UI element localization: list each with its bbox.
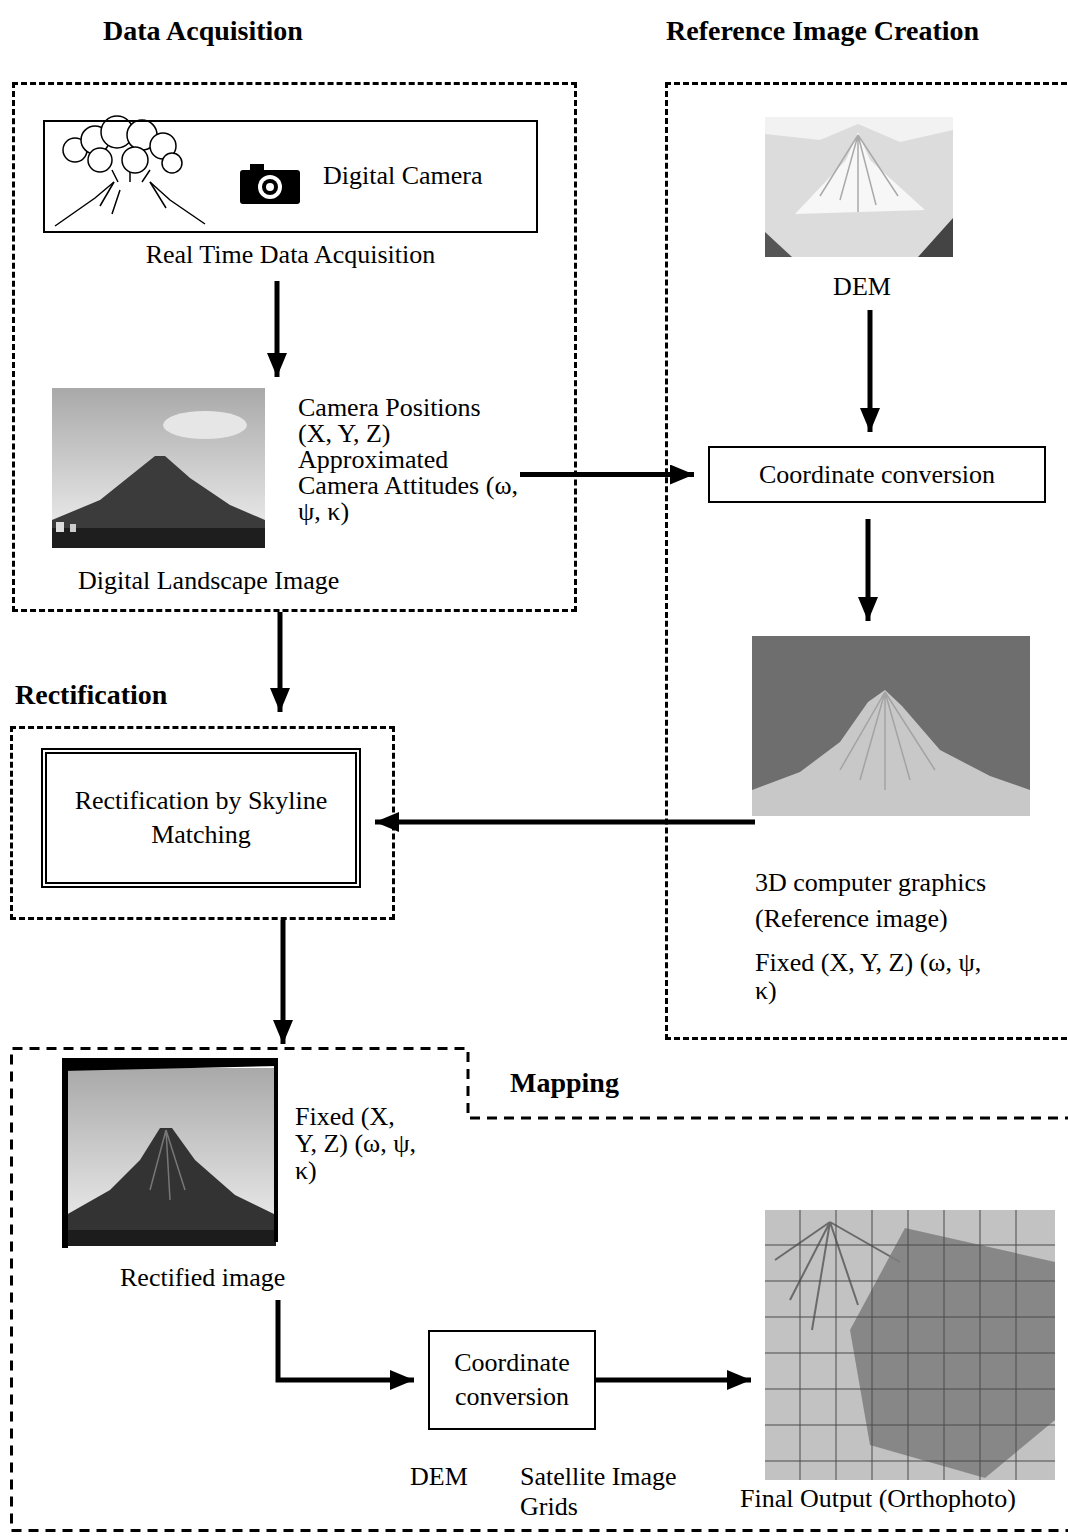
- box-text: Coordinate conversion: [759, 458, 995, 492]
- arrow-connector: [278, 1300, 414, 1380]
- node-text: Real Time Data Acquisition: [45, 240, 536, 270]
- photo-cloud: [163, 411, 247, 439]
- region-frame: MappingFixed (X, Y, Z) (ω, ψ, κ)Rectifie…: [10, 1047, 1068, 1532]
- process-box: Rectification by Skyline Matching: [41, 748, 361, 888]
- box-text: Rectification by Skyline Matching: [66, 784, 336, 852]
- input-label: DEM: [410, 1462, 468, 1492]
- region-frame: RectificationRectification by Skyline Ma…: [10, 726, 395, 920]
- dem-shadow: [765, 232, 792, 257]
- photo-foreground: [52, 528, 265, 548]
- arrow-connector: [281, 920, 286, 1044]
- node-text: Fixed (X, Y, Z) (ω, ψ, κ): [295, 1103, 420, 1184]
- image-frame: [62, 1058, 68, 1248]
- node-text: Fixed (X, Y, Z) (ω, ψ, κ): [755, 949, 985, 1005]
- node-text: Camera Positions (X, Y, Z) Approximated …: [298, 395, 520, 525]
- render-ridges: [840, 692, 935, 790]
- photo-sky: [52, 388, 265, 548]
- photo-building: [56, 522, 64, 532]
- rectified-photo: [62, 1058, 278, 1248]
- arrow-connector: [278, 612, 283, 712]
- render-sky: [752, 636, 1030, 816]
- node-text: Final Output (Orthophoto): [740, 1484, 1016, 1514]
- input-label: Satellite Image Grids: [520, 1462, 710, 1522]
- photo-ridges: [150, 1130, 185, 1200]
- photo-mountain: [66, 1128, 276, 1246]
- image-frame: [274, 1062, 278, 1242]
- photo-sky: [66, 1068, 276, 1246]
- region-outline: [12, 1049, 1068, 1531]
- region-heading: Reference Image Creation: [666, 15, 979, 47]
- camera-lens: [262, 179, 278, 195]
- node-text: Rectified image: [120, 1263, 285, 1293]
- dem-ridges: [820, 135, 898, 212]
- volcano-sketch: [55, 116, 205, 226]
- photo-node: Fixed (X, Y, Z) (ω, ψ, κ)Rectified image: [62, 1058, 278, 1248]
- dem-peak: [795, 132, 925, 214]
- ash-cloud: [88, 148, 112, 172]
- dem-image: DEM: [768, 120, 956, 260]
- render-image: 3D computer graphics (Reference image)Fi…: [755, 639, 1033, 819]
- region-frame: Data AcquisitionDigital CameraReal Time …: [12, 82, 577, 612]
- region-frame: Reference Image CreationDEMCoordinate co…: [665, 82, 1068, 1040]
- arrow-connector: [866, 519, 871, 621]
- arrow-connector: [868, 310, 873, 432]
- ortho-ground: [765, 1210, 1055, 1480]
- region-heading: Rectification: [15, 679, 167, 711]
- volcano-outline: [55, 182, 205, 226]
- camera-top: [250, 164, 264, 171]
- arrow-connector: [596, 1378, 751, 1383]
- camera-lens: [266, 183, 274, 191]
- photo-node: Camera Positions (X, Y, Z) Approximated …: [55, 391, 520, 551]
- ash-cloud: [162, 153, 182, 173]
- node-text: Digital Landscape Image: [78, 566, 339, 596]
- image-frame: [62, 1058, 278, 1071]
- node-text: Digital Camera: [323, 158, 483, 194]
- process-box: Coordinate conversion: [428, 1330, 596, 1430]
- ash-cloud: [122, 147, 148, 173]
- process-box: Digital CameraReal Time Data Acquisition: [43, 120, 538, 233]
- node-text: 3D computer graphics (Reference image): [755, 865, 1055, 937]
- arrow-connector: [275, 281, 280, 377]
- camera-body: [240, 170, 300, 204]
- region-heading: Data Acquisition: [103, 15, 303, 47]
- orthophoto: [765, 1210, 1055, 1480]
- dem-shadow: [918, 218, 953, 257]
- region-heading: Mapping: [510, 1067, 619, 1099]
- ortho-grid: [765, 1210, 1055, 1480]
- photo-building: [70, 524, 76, 532]
- photo-mountain: [52, 456, 265, 548]
- reference-render: [752, 636, 1030, 816]
- dem-image: [765, 117, 953, 257]
- photo-foreground: [66, 1230, 276, 1246]
- node-text: DEM: [768, 272, 956, 302]
- camera-lens: [258, 175, 282, 199]
- camera-icon: [240, 164, 300, 204]
- landscape-photo: [52, 388, 265, 548]
- arrow-connector: [375, 820, 755, 825]
- orthophoto-image: Final Output (Orthophoto): [765, 1210, 1055, 1480]
- box-text: Coordinate conversion: [442, 1346, 582, 1414]
- process-box: Coordinate conversion: [708, 446, 1046, 503]
- lava-streaks: [100, 170, 166, 214]
- render-mountain: [752, 690, 1030, 816]
- dem-ground: [765, 117, 953, 257]
